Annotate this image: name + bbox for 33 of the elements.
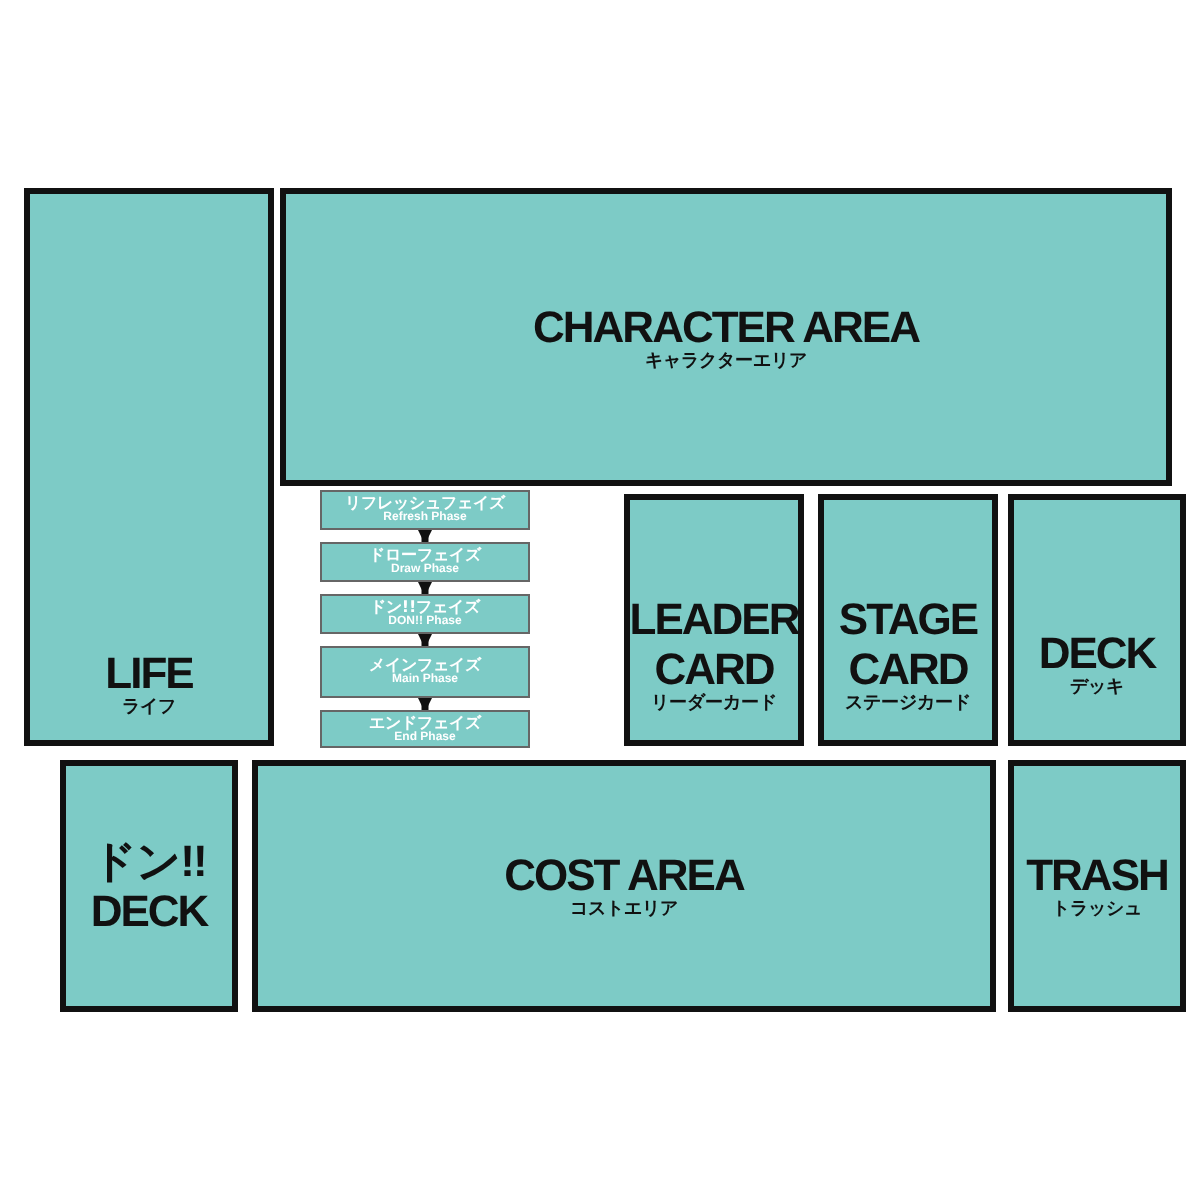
- phase-box: [320, 542, 530, 582]
- zone-title: ドン!! DECK: [88, 836, 211, 936]
- zone-subtitle: ステージカード: [845, 694, 971, 716]
- zone-box: [60, 760, 238, 1012]
- phase-box: [320, 490, 530, 530]
- phase-name: エンドフェイズ: [369, 713, 481, 731]
- phase-box: [320, 646, 530, 698]
- phase-name: ドローフェイズ: [369, 546, 481, 564]
- phase-box: [320, 594, 530, 634]
- phase-name: ドン!!フェイズ: [369, 598, 481, 616]
- zone-box: [1008, 494, 1186, 746]
- zone-title: TRASH: [1026, 850, 1168, 900]
- phase-box: [320, 710, 530, 748]
- zone-subtitle: リーダーカード: [651, 694, 777, 716]
- zone-box: [280, 188, 1172, 486]
- zone-subtitle: デッキ: [1070, 678, 1124, 700]
- phase-name: メインフェイズ: [369, 656, 481, 674]
- phase-name: リフレッシュフェイズ: [345, 494, 505, 512]
- zone-subtitle: コストエリア: [570, 900, 678, 922]
- zone-box: [818, 494, 998, 746]
- zone-subtitle: キャラクターエリア: [645, 351, 807, 373]
- zone-box: [252, 760, 996, 1012]
- zone-subtitle: ライフ: [122, 698, 176, 720]
- zone-title: COST AREA: [504, 850, 744, 900]
- zone-box: [24, 188, 274, 746]
- zone-title: DECK: [1038, 628, 1156, 678]
- zone-box: [624, 494, 804, 746]
- zone-title: CHARACTER AREA: [533, 301, 919, 351]
- zone-title: LIFE: [105, 648, 193, 698]
- zone-subtitle: トラッシュ: [1052, 900, 1142, 922]
- zone-box: [1008, 760, 1186, 1012]
- zone-title: LEADER CARD: [629, 594, 799, 694]
- zone-title: STAGE CARD: [836, 594, 980, 694]
